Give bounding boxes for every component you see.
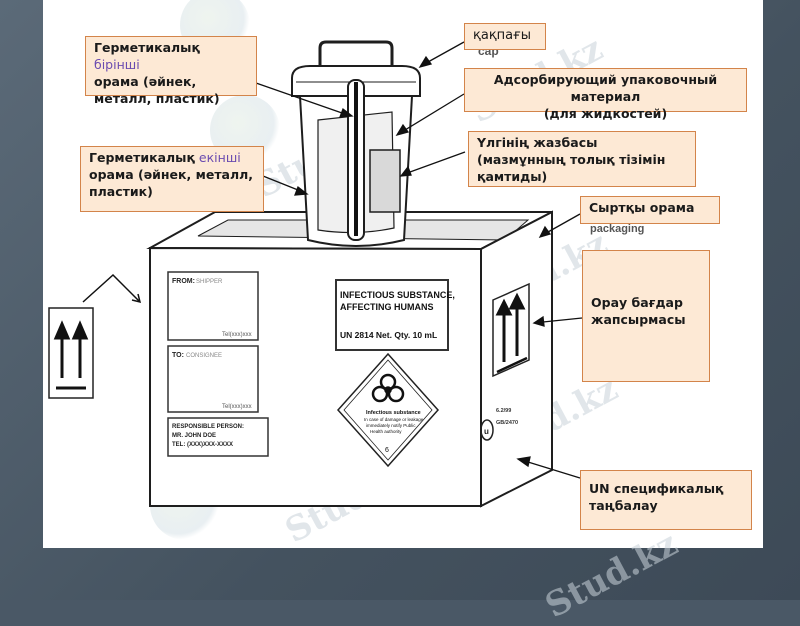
from-hint: SHIPPER <box>196 279 223 285</box>
arrow-to-box-icon <box>82 273 142 304</box>
diamond-number: 6 <box>385 447 389 454</box>
diamond-line-2: In case of damage or leakage <box>364 417 424 422</box>
side-code-2: GB/2470 <box>496 420 518 426</box>
label-un-marking: UN спецификалық таңбалау <box>580 470 752 530</box>
up-arrows-icon <box>53 320 89 378</box>
to-box <box>167 345 259 413</box>
responsible-box <box>167 417 269 457</box>
diamond-line-3: immediately notify Public <box>366 423 416 428</box>
to-label: TO: <box>172 352 184 359</box>
infectious-box <box>335 279 449 351</box>
responsible-line-2: MR. JOHN DOE <box>172 433 216 439</box>
from-box <box>167 271 259 341</box>
infectious-line-1: INFECTIOUS SUBSTANCE, <box>340 290 455 300</box>
callout-arrows <box>255 41 583 479</box>
packaging-diagram: cap packaging FROM: SHIPPER Tel(xxx)xxx … <box>48 40 644 508</box>
jar-handle <box>318 40 394 70</box>
english-packaging-fragment: packaging <box>590 223 644 235</box>
side-code-1: 6.2/99 <box>496 408 511 414</box>
biohazard-diamond <box>336 352 440 468</box>
from-label: FROM: <box>172 278 195 285</box>
label-lid: қақпағы <box>464 23 546 50</box>
to-hint: CONSIGNEE <box>186 353 222 359</box>
label-absorbent-material: Адсорбирующий упаковочный материал (для … <box>464 68 747 121</box>
biohazard-icon <box>371 373 405 403</box>
responsible-line-1: RESPONSIBLE PERSON: <box>172 424 244 430</box>
label-specimen-list: Үлгінің жазбасы (мазмұнның толық тізімін… <box>468 131 696 187</box>
diamond-line-1: Infectious substance <box>366 410 421 416</box>
label-outer-packaging: Сыртқы орама <box>580 196 720 224</box>
outer-box-front <box>149 246 482 507</box>
svg-text:u: u <box>484 427 489 436</box>
diamond-line-4: Health authority <box>370 429 402 434</box>
infectious-line-2: AFFECTING HUMANS <box>340 302 434 312</box>
from-tel: Tel(xxx)xxx <box>222 332 252 338</box>
to-tel: Tel(xxx)xxx <box>222 404 252 410</box>
specimen-list-sheet <box>369 149 401 213</box>
side-orientation-label <box>492 282 530 378</box>
this-way-up-label <box>48 307 94 399</box>
label-orientation: Орау бағдар жапсырмасы <box>582 250 710 382</box>
responsible-line-3: TEL: (XXX)XXX-XXXX <box>172 442 233 448</box>
un-number-line: UN 2814 Net. Qty. 10 mL <box>340 330 437 340</box>
un-mark-icon: u <box>480 419 494 441</box>
